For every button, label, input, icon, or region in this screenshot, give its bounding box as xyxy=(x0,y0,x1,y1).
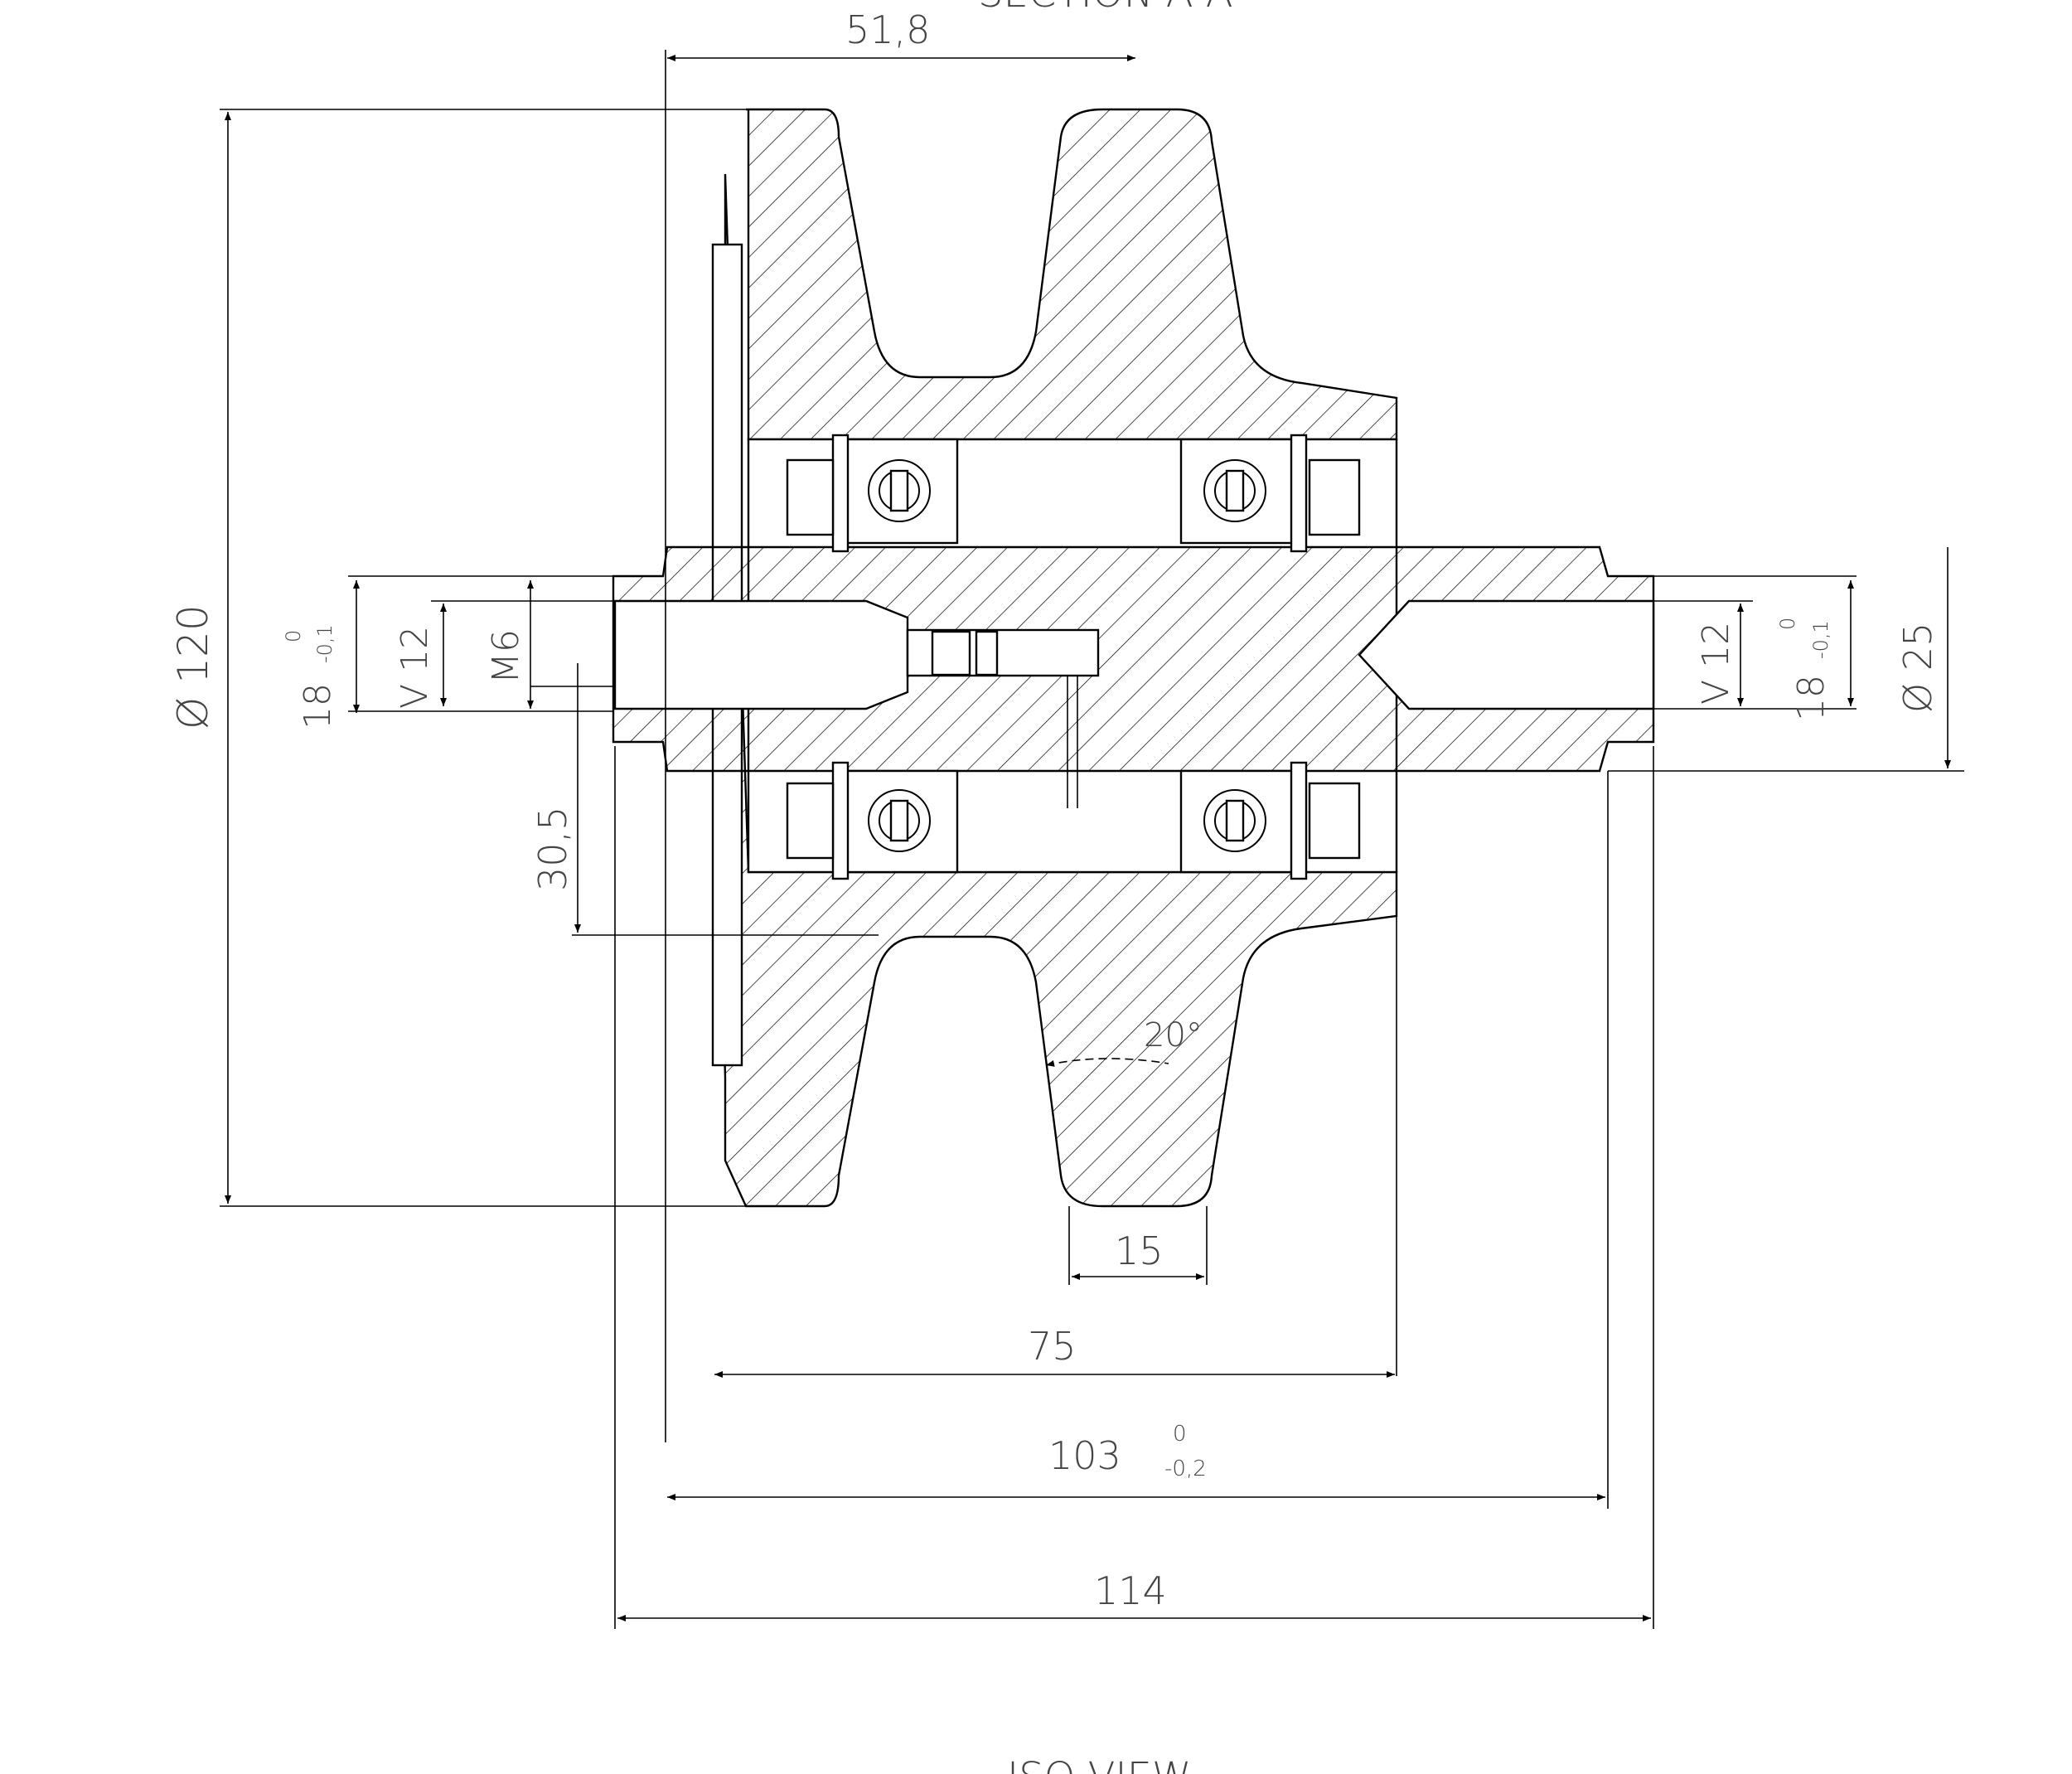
seal-upper-left xyxy=(786,458,835,536)
dim-bore-depth-right-tol-upper: 0 xyxy=(1776,618,1799,630)
dim-hub-radius: 30,5 xyxy=(530,807,575,891)
dim-bore-depth-right-tol-lower: -0,1 xyxy=(1809,620,1832,659)
dim-bore-depth-left: 18 xyxy=(297,683,339,729)
dim-outer-diameter: Ø 120 xyxy=(169,604,217,729)
grease-fitting xyxy=(931,630,971,676)
seal-lower-right xyxy=(1308,782,1361,860)
dim-bore-left: V 12 xyxy=(394,626,436,709)
dim-overall-length: 114 xyxy=(1094,1568,1167,1613)
seal-upper-right xyxy=(1308,458,1361,536)
dim-groove-angle: 20° xyxy=(1144,1016,1203,1054)
dim-bore-right: V 12 xyxy=(1695,622,1737,705)
dim-shaft-length-tol-upper: 0 xyxy=(1173,1422,1187,1447)
dim-shaft-diameter: Ø 25 xyxy=(1895,623,1940,713)
dim-bore-depth-right: 18 xyxy=(1790,675,1832,721)
dim-bore-depth-left-tol-lower: -0,1 xyxy=(313,624,336,663)
dim-flange-offset: 51,8 xyxy=(845,7,930,52)
right-bore xyxy=(1358,599,1655,710)
dim-hub-length: 75 xyxy=(1028,1324,1077,1369)
dimension-labels: 51,8 Ø 120 18 0 -0,1 V 12 M6 30,5 V 12 1… xyxy=(169,7,1940,1613)
grease-fitting-nut xyxy=(975,630,999,676)
bearing-lower-right xyxy=(1179,761,1308,880)
bearing-upper-left xyxy=(831,434,959,553)
dim-groove-width: 15 xyxy=(1115,1229,1164,1273)
seal-lower-left xyxy=(786,782,835,860)
dim-shaft-length-tol-lower: -0,2 xyxy=(1164,1457,1207,1481)
dim-thread: M6 xyxy=(485,629,527,684)
wheel-body-upper xyxy=(746,108,1398,441)
wheel-body-lower xyxy=(719,173,1398,1208)
bearing-upper-right xyxy=(1179,434,1308,553)
section-label: SECTION A-A xyxy=(978,0,1233,17)
dim-shaft-length: 103 xyxy=(1048,1433,1121,1478)
bearing-lower-left xyxy=(831,761,959,880)
wheel-section xyxy=(612,108,1655,1208)
iso-view-label: ISO VIEW xyxy=(1007,1754,1191,1774)
dimension-lines xyxy=(220,50,1964,1629)
left-bore xyxy=(613,599,909,710)
dim-bore-depth-left-tol-upper: 0 xyxy=(282,630,305,642)
